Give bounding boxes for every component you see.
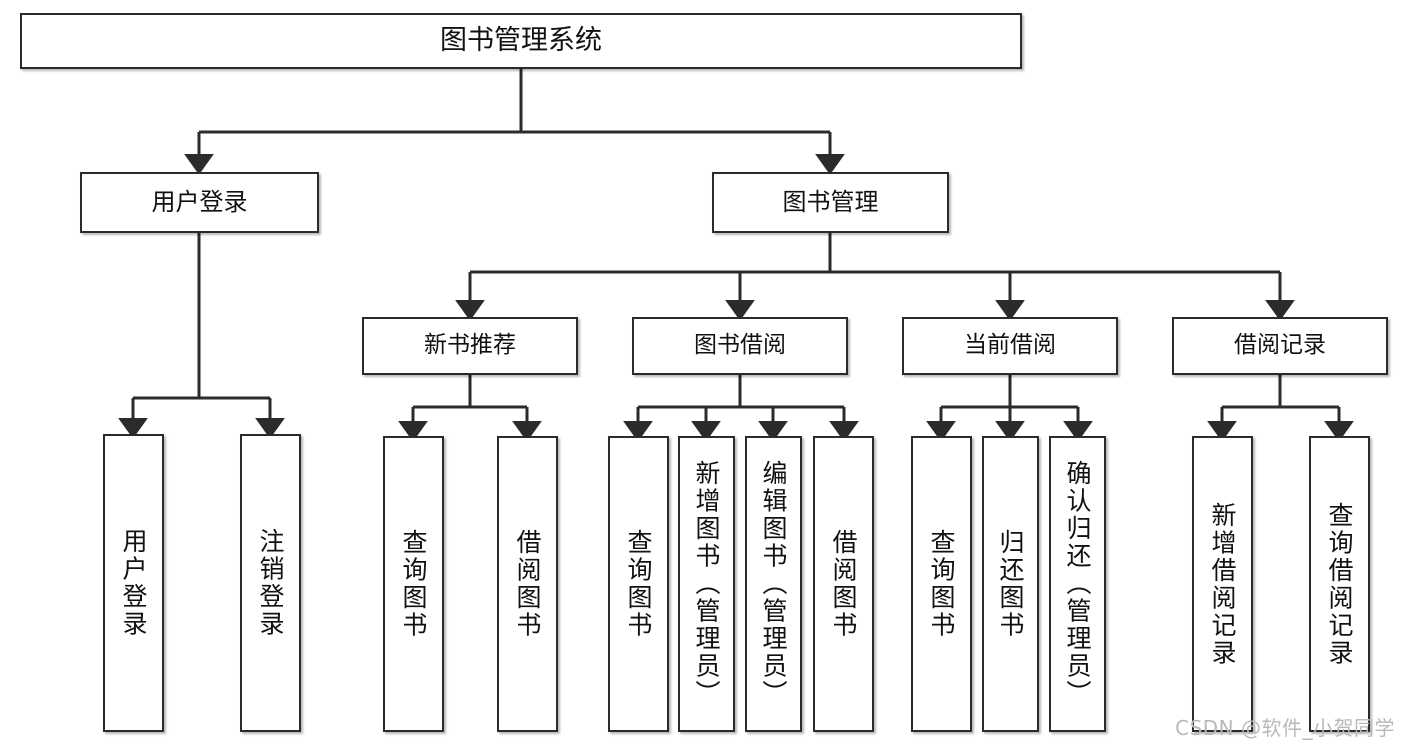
node-leaf-add-record-label: 新增借阅记录 <box>1208 501 1237 667</box>
node-leaf-query-book-1[interactable]: 查询图书 <box>383 436 444 732</box>
node-book-manage-label: 图书管理 <box>782 188 879 217</box>
node-leaf-borrow-book-1[interactable]: 借阅图书 <box>497 436 558 732</box>
node-borrow-record[interactable]: 借阅记录 <box>1172 317 1388 375</box>
node-leaf-user-logout[interactable]: 注销登录 <box>240 434 301 732</box>
node-current-borrow-label: 当前借阅 <box>964 332 1056 359</box>
node-leaf-add-book[interactable]: 新增图书（管理员） <box>678 436 735 732</box>
watermark: CSDN @软件_小贺同学 <box>1175 716 1395 740</box>
node-leaf-add-book-label: 新增图书（管理员） <box>692 460 721 708</box>
node-user-login[interactable]: 用户登录 <box>80 172 319 233</box>
node-leaf-query-book-2-label: 查询图书 <box>624 529 653 639</box>
node-book-borrow-label: 图书借阅 <box>694 332 786 359</box>
node-book-manage[interactable]: 图书管理 <box>712 172 949 233</box>
node-book-borrow[interactable]: 图书借阅 <box>632 317 848 375</box>
node-leaf-borrow-book-2-label: 借阅图书 <box>829 529 858 639</box>
node-leaf-query-book-2[interactable]: 查询图书 <box>608 436 669 732</box>
node-root-label: 图书管理系统 <box>440 25 602 57</box>
node-leaf-borrow-book-2[interactable]: 借阅图书 <box>813 436 874 732</box>
node-new-book-recommend[interactable]: 新书推荐 <box>362 317 578 375</box>
node-borrow-record-label: 借阅记录 <box>1234 332 1326 359</box>
node-leaf-user-logout-label: 注销登录 <box>256 528 285 638</box>
node-user-login-label: 用户登录 <box>151 188 248 217</box>
node-leaf-edit-book-label: 编辑图书（管理员） <box>759 460 788 708</box>
node-new-book-recommend-label: 新书推荐 <box>424 332 516 359</box>
node-leaf-add-record[interactable]: 新增借阅记录 <box>1192 436 1253 732</box>
node-root[interactable]: 图书管理系统 <box>20 13 1022 69</box>
node-leaf-edit-book[interactable]: 编辑图书（管理员） <box>745 436 802 732</box>
node-leaf-query-book-3-label: 查询图书 <box>927 529 956 639</box>
node-leaf-user-login[interactable]: 用户登录 <box>103 434 164 732</box>
node-leaf-confirm-return[interactable]: 确认归还（管理员） <box>1049 436 1106 732</box>
node-leaf-return-book-label: 归还图书 <box>996 529 1025 639</box>
node-current-borrow[interactable]: 当前借阅 <box>902 317 1118 375</box>
node-leaf-user-login-label: 用户登录 <box>119 528 148 638</box>
node-leaf-query-book-1-label: 查询图书 <box>399 529 428 639</box>
node-leaf-query-record-label: 查询借阅记录 <box>1325 501 1354 667</box>
node-leaf-confirm-return-label: 确认归还（管理员） <box>1063 460 1092 708</box>
node-leaf-query-record[interactable]: 查询借阅记录 <box>1309 436 1370 732</box>
node-leaf-query-book-3[interactable]: 查询图书 <box>911 436 972 732</box>
node-leaf-return-book[interactable]: 归还图书 <box>982 436 1039 732</box>
node-leaf-borrow-book-1-label: 借阅图书 <box>513 529 542 639</box>
